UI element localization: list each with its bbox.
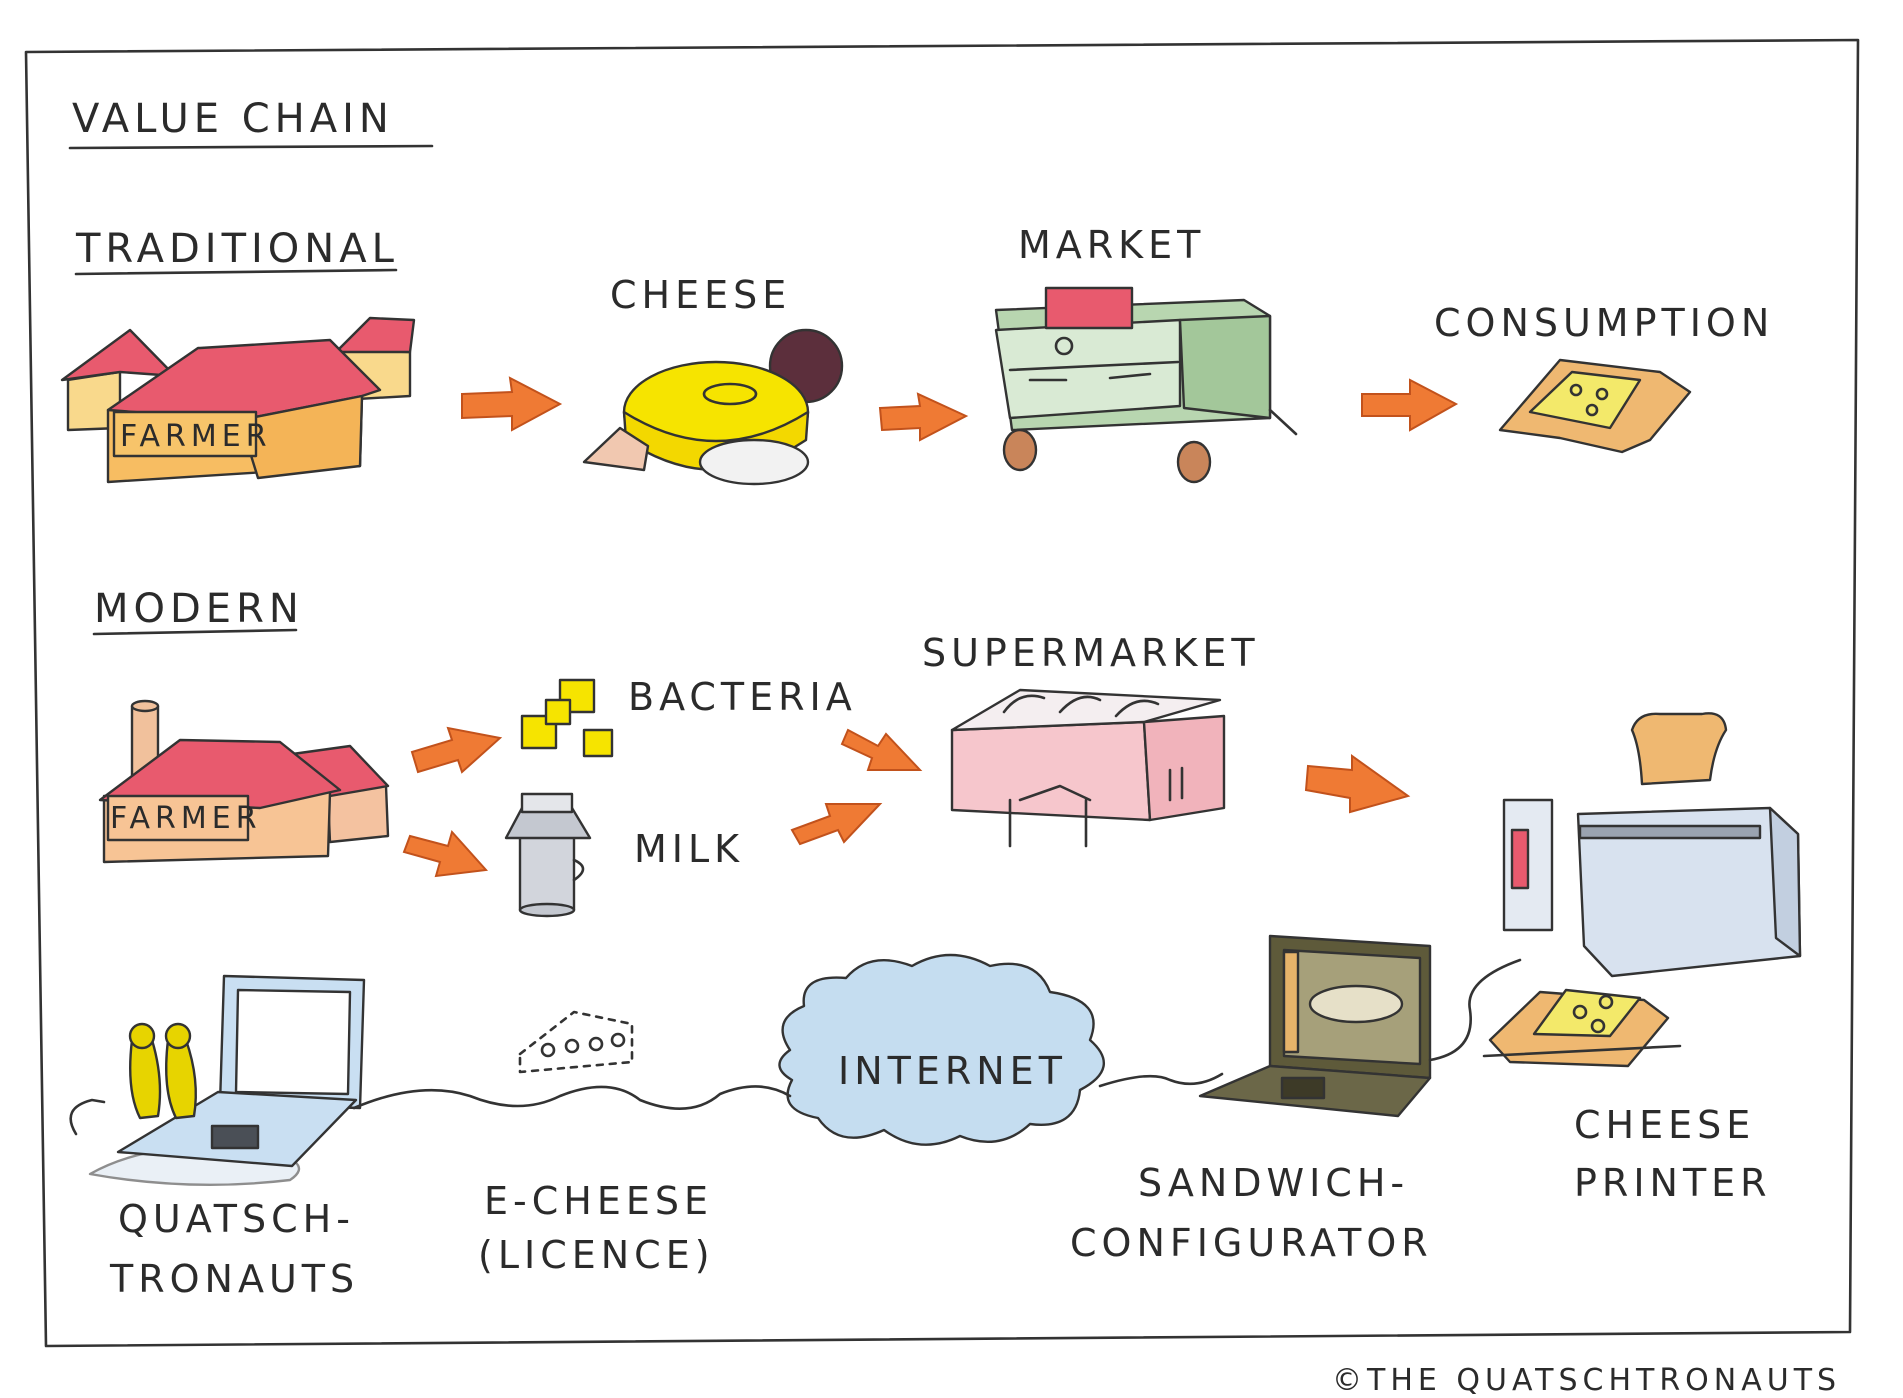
label-sandwich-2: CONFIGURATOR — [1070, 1221, 1433, 1265]
page-title: VALUE CHAIN — [72, 96, 394, 142]
cheese-sandwich — [1498, 358, 1692, 454]
cable-configurator-to-printer — [1428, 958, 1522, 1062]
farmer-factory-modern: FARMER — [98, 699, 390, 864]
cheese-wheels — [582, 328, 844, 486]
label-milk: MILK — [634, 827, 744, 871]
arrow-cheese-to-market — [878, 392, 969, 442]
milk-can — [504, 792, 592, 918]
farmer-sign-traditional: FARMER — [120, 419, 272, 454]
label-consumption: CONSUMPTION — [1434, 301, 1774, 345]
label-supermarket: SUPERMARKET — [922, 631, 1260, 675]
label-quatschtronauts-2: TRONAUTS — [109, 1257, 359, 1301]
arrow-bacteria-to-supermarket — [840, 728, 923, 771]
arrow-market-to-consumption — [1361, 378, 1459, 432]
arrow-supermarket-to-printer — [1304, 754, 1411, 814]
arrow-farmer-to-cheese — [461, 376, 563, 432]
frame-border — [24, 38, 1860, 1348]
bacteria-cubes — [520, 678, 614, 758]
label-e-cheese-2: (LICENCE) — [478, 1233, 715, 1277]
arrow-milk-to-supermarket — [790, 803, 883, 846]
farmer-sign-modern: FARMER — [110, 801, 262, 836]
heading-modern: MODERN — [94, 586, 304, 632]
label-quatschtronauts-1: QUATSCH- — [118, 1197, 355, 1241]
label-e-cheese-1: E-CHEESE — [484, 1179, 713, 1223]
farmer-house-traditional: FARMER — [60, 316, 416, 484]
internet-cloud — [778, 953, 1106, 1146]
modern-underline — [92, 628, 298, 636]
label-cheese: CHEESE — [610, 273, 791, 317]
arrows — [402, 376, 1459, 878]
cheese-printer-toaster — [1482, 712, 1802, 1068]
traditional-underline — [74, 268, 398, 276]
e-cheese-icon — [518, 1010, 634, 1074]
arrow-farmer-to-bacteria — [410, 726, 503, 774]
label-bacteria: BACTERIA — [628, 675, 857, 719]
title-underline — [68, 144, 434, 150]
cable-laptop-to-echeese — [69, 1085, 792, 1136]
label-market: MARKET — [1018, 223, 1205, 267]
copyright-notice: ©THE QUATSCHTRONAUTS — [1332, 1363, 1841, 1398]
label-cheese-printer-2: PRINTER — [1574, 1161, 1772, 1205]
label-cheese-printer-1: CHEESE — [1574, 1103, 1755, 1147]
arrow-farmer-to-milk — [402, 829, 489, 878]
label-sandwich-1: SANDWICH- — [1138, 1161, 1409, 1205]
quatschtronauts-laptop — [88, 974, 366, 1186]
sandwich-configurator-laptop — [1198, 934, 1432, 1118]
market-stall — [994, 286, 1298, 484]
heading-traditional: TRADITIONAL — [75, 226, 399, 272]
supermarket-building — [950, 688, 1226, 848]
label-internet: INTERNET — [838, 1049, 1067, 1093]
cable-cloud-to-configurator — [1098, 1072, 1224, 1088]
